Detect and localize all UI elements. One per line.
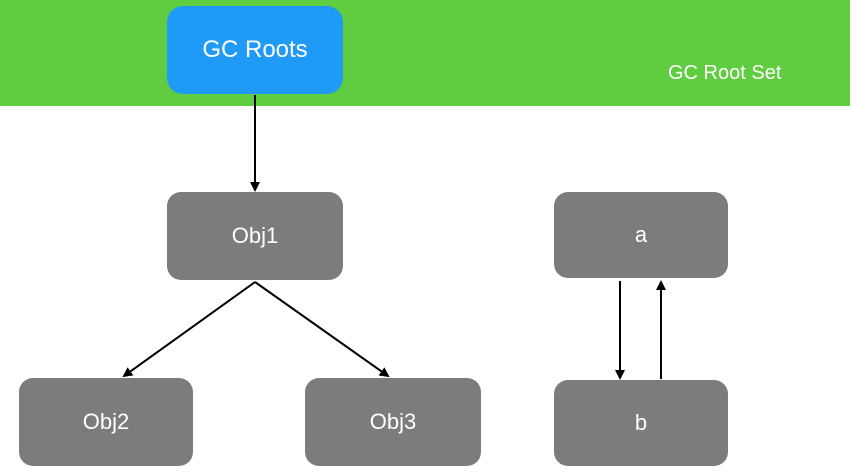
node-obj1: Obj1	[167, 192, 343, 280]
node-b: b	[554, 380, 728, 466]
node-obj3: Obj3	[305, 378, 481, 466]
gc-root-set-label: GC Root Set	[668, 62, 782, 84]
node-gc-roots: GC Roots	[167, 6, 343, 94]
node-a: a	[554, 192, 728, 278]
node-obj2: Obj2	[19, 378, 193, 466]
edge-obj1-to-obj2	[122, 281, 256, 378]
edge-obj1-to-obj3	[254, 281, 390, 378]
gc-root-set-region: GC Root Set	[0, 0, 850, 106]
